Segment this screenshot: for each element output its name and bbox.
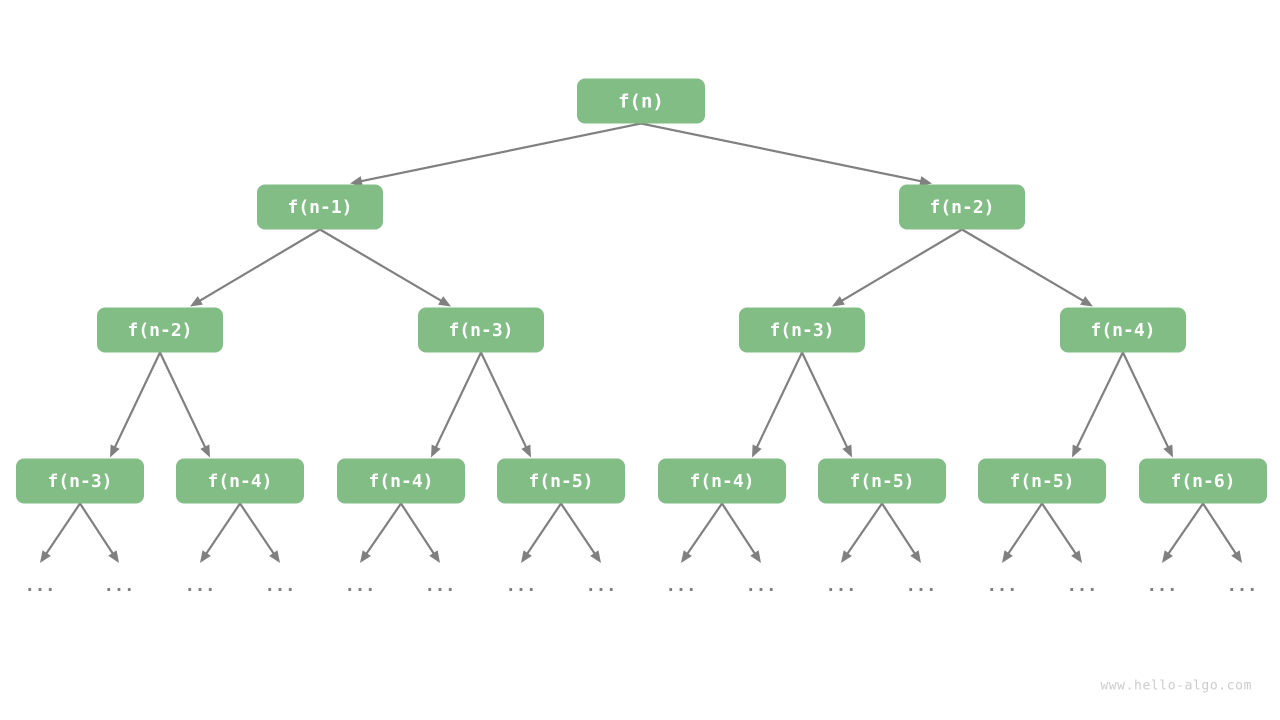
tree-node[interactable]: f(n-4): [1060, 307, 1186, 353]
tree-node[interactable]: f(n-5): [818, 458, 946, 504]
ellipsis-label: ...: [586, 576, 617, 596]
node-box: [899, 184, 1025, 230]
tree-node[interactable]: f(n-3): [418, 307, 544, 353]
tree-node[interactable]: f(n-5): [978, 458, 1106, 504]
ellipsis-label: ...: [425, 576, 456, 596]
ellipsis-label: ...: [185, 576, 216, 596]
tree-node[interactable]: f(n-2): [899, 184, 1025, 230]
edge-n0-to-n2: [639, 122, 932, 186]
node-label: f(n-1): [287, 197, 352, 218]
node-label: f(n-6): [1170, 471, 1235, 492]
node-box: [978, 458, 1106, 504]
leaf-edge-13: [1040, 502, 1082, 563]
ellipsis-label: ...: [826, 576, 857, 596]
ellipsis-label: ...: [506, 576, 537, 596]
edge-n6-to-n13: [1072, 351, 1125, 458]
tree-node[interactable]: f(n-4): [176, 458, 304, 504]
node-label: f(n-4): [1090, 320, 1155, 341]
tree-node[interactable]: f(n-1): [257, 184, 383, 230]
watermark-label: www.hello-algo.com: [1100, 679, 1252, 694]
edge-n2-to-n6: [960, 228, 1093, 307]
node-box: [418, 307, 544, 353]
leaf-edge-8: [681, 502, 724, 563]
leaf-edge-7: [559, 502, 601, 563]
node-box: [577, 78, 705, 124]
ellipsis-label: ...: [104, 576, 135, 596]
edge-n3-to-n8: [158, 351, 210, 458]
node-label: f(n-2): [127, 320, 192, 341]
edge-n5-to-n11: [752, 351, 804, 458]
leaf-edge-2: [200, 502, 242, 563]
ellipsis-row: ........................................…: [25, 576, 1258, 596]
edge-n1-to-n3: [190, 228, 322, 307]
nodes-layer: f(n) f(n-1) f(n-2) f(n-2) f(n-3) f(n-3) f(n-4)…: [16, 78, 1267, 504]
ellipsis-label: ...: [906, 576, 937, 596]
ellipsis-label: ...: [746, 576, 777, 596]
edge-n3-to-n7: [110, 351, 162, 458]
edge-n4-to-n9: [431, 351, 483, 458]
ellipsis-label: ...: [1147, 576, 1178, 596]
tree-node[interactable]: f(n-3): [739, 307, 865, 353]
leaf-edge-0: [40, 502, 82, 563]
node-box: [337, 458, 465, 504]
node-label: f(n-3): [47, 471, 112, 492]
tree-node[interactable]: f(n-4): [337, 458, 465, 504]
ellipsis-label: ...: [1227, 576, 1258, 596]
leaf-edge-12: [1002, 502, 1044, 563]
node-label: f(n-5): [849, 471, 914, 492]
leaf-edge-14: [1162, 502, 1205, 563]
leaf-edge-1: [78, 502, 119, 563]
ellipsis-label: ...: [345, 576, 376, 596]
tree-node[interactable]: f(n-3): [16, 458, 144, 504]
ellipsis-label: ...: [25, 576, 56, 596]
node-box: [497, 458, 625, 504]
node-box: [257, 184, 383, 230]
edge-n1-to-n4: [318, 228, 451, 307]
leaf-edge-6: [521, 502, 563, 563]
ellipsis-label: ...: [666, 576, 697, 596]
node-box: [739, 307, 865, 353]
node-box: [818, 458, 946, 504]
tree-node[interactable]: f(n-4): [658, 458, 786, 504]
node-label: f(n-5): [528, 471, 593, 492]
node-box: [97, 307, 223, 353]
leaf-edge-11: [880, 502, 921, 563]
edge-n4-to-n10: [479, 351, 531, 458]
node-label: f(n-4): [368, 471, 433, 492]
node-label: f(n-4): [207, 471, 272, 492]
node-box: [176, 458, 304, 504]
edge-n6-to-n14: [1121, 351, 1173, 458]
edge-n0-to-n1: [350, 122, 643, 186]
tree-node[interactable]: f(n): [577, 78, 705, 124]
leaf-edge-10: [841, 502, 884, 563]
leaf-edge-9: [720, 502, 761, 563]
node-label: f(n-3): [769, 320, 834, 341]
node-label: f(n-4): [689, 471, 754, 492]
edge-n2-to-n5: [832, 228, 964, 307]
node-label: f(n-5): [1009, 471, 1074, 492]
leaf-edge-3: [238, 502, 280, 563]
node-label: f(n-2): [929, 197, 994, 218]
leaf-edge-15: [1201, 502, 1242, 563]
node-label: f(n-3): [448, 320, 513, 341]
leaf-edge-4: [360, 502, 403, 563]
edges-layer: [40, 122, 1242, 563]
node-box: [1139, 458, 1267, 504]
ellipsis-label: ...: [987, 576, 1018, 596]
ellipsis-label: ...: [1067, 576, 1098, 596]
tree-node[interactable]: f(n-6): [1139, 458, 1267, 504]
node-box: [658, 458, 786, 504]
node-box: [1060, 307, 1186, 353]
tree-node[interactable]: f(n-2): [97, 307, 223, 353]
ellipsis-label: ...: [265, 576, 296, 596]
edge-n5-to-n12: [800, 351, 852, 458]
node-label: f(n): [618, 91, 664, 113]
node-box: [16, 458, 144, 504]
leaf-edge-5: [399, 502, 440, 563]
tree-node[interactable]: f(n-5): [497, 458, 625, 504]
